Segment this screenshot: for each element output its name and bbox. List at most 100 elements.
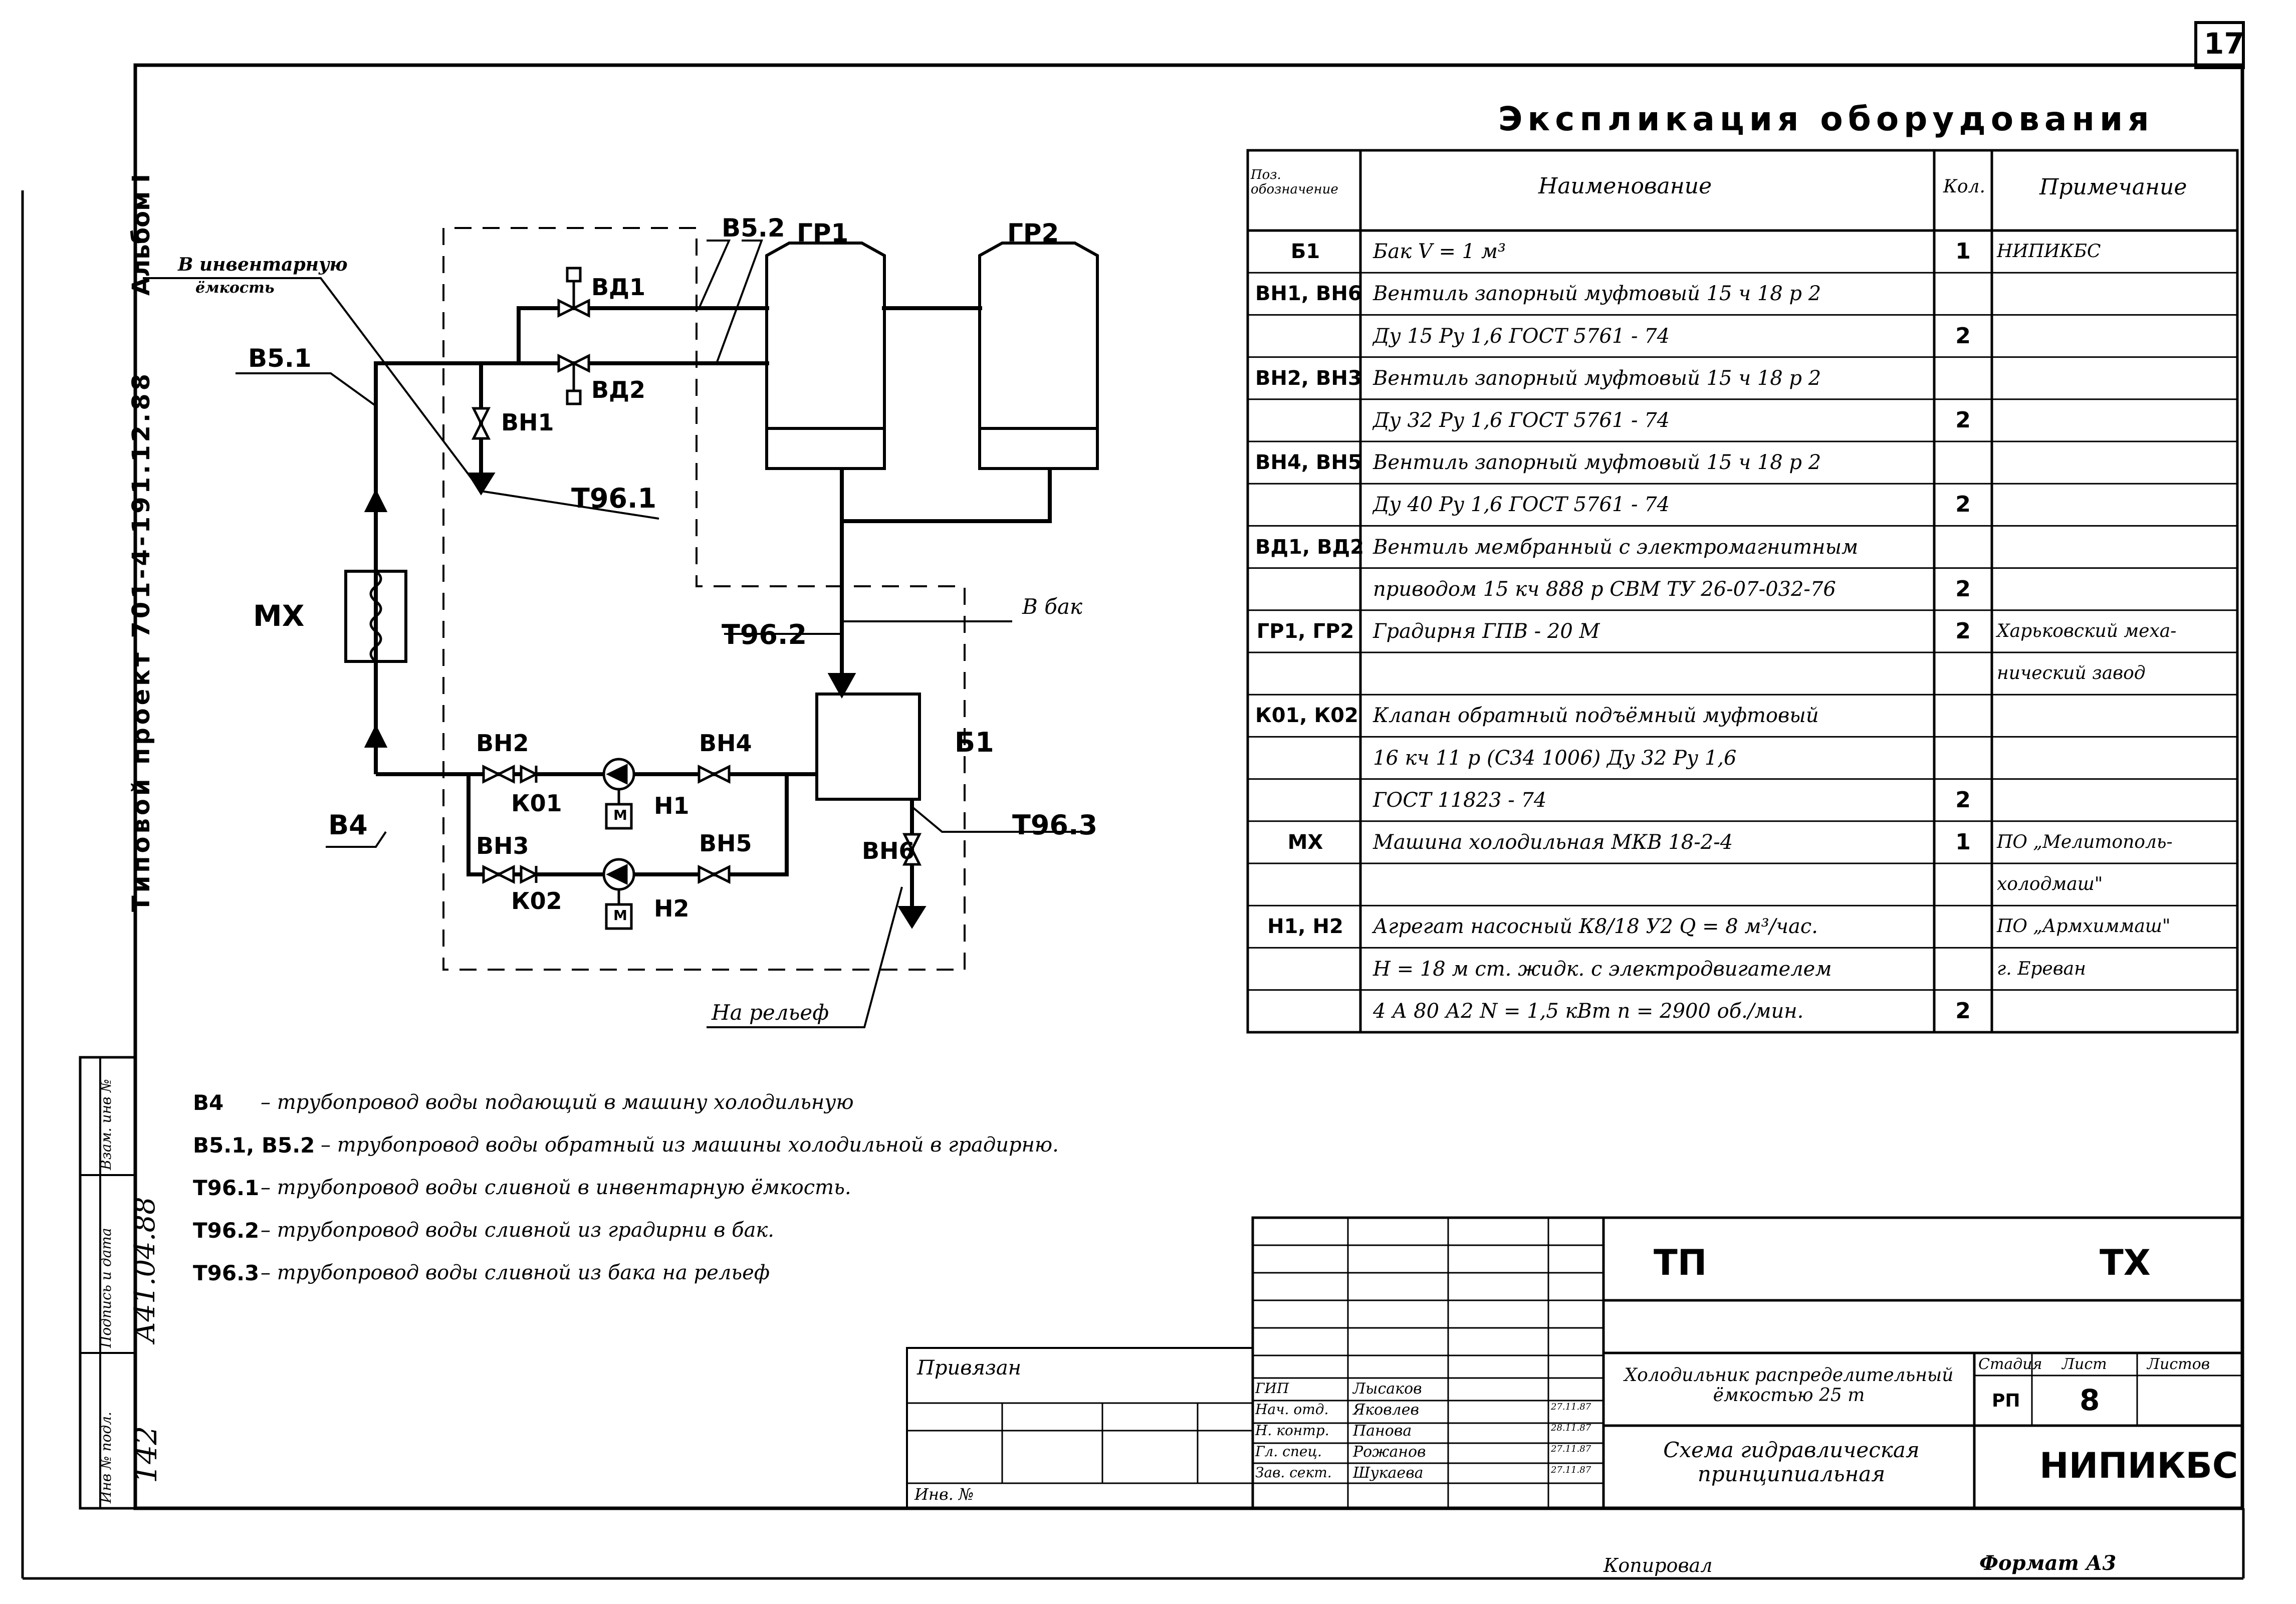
label-motor-1: М xyxy=(613,807,627,823)
header-name: Наименование xyxy=(1538,173,1712,199)
table-cell-name: Вентиль запорный муфтовый 15 ч 18 р 2 xyxy=(1373,366,1821,390)
table-cell-name: Клапан обратный подъёмный муфтовый xyxy=(1373,704,1819,728)
table-cell-name: Вентиль запорный муфтовый 15 ч 18 р 2 xyxy=(1373,451,1821,475)
label-vn5: ВН5 xyxy=(699,830,752,857)
table-cell-note: ПО „Мелитополь- xyxy=(1997,831,2173,852)
stamp-person-date: 27.11.87 xyxy=(1551,1465,1591,1475)
table-cell-note: ПО „Армхиммаш" xyxy=(1997,916,2171,937)
margin-sign-value: А41.04.88 xyxy=(129,1197,161,1343)
label-b52: В5.2 xyxy=(722,213,785,243)
margin-album: Альбом I xyxy=(127,174,155,296)
legend-text: – трубопровод воды сливной в инвентарную… xyxy=(261,1176,851,1199)
table-cell-qty: 2 xyxy=(1955,492,1971,518)
margin-col-replace: Взам. инв № xyxy=(98,1079,114,1170)
table-cell-pos: ВН1, ВН6 xyxy=(1255,282,1362,306)
legend-text: – трубопровод воды сливной из бака на ре… xyxy=(261,1261,770,1284)
label-vn4: ВН4 xyxy=(699,730,752,757)
footer-copied: Копировал xyxy=(1603,1554,1713,1576)
legend-text: – трубопровод воды подающий в машину хол… xyxy=(261,1091,854,1114)
table-cell-name: приводом 15 кч 888 р СВМ ТУ 26-07-032-76 xyxy=(1373,577,1836,601)
table-cell-name: Машина холодильная МКВ 18-2-4 xyxy=(1373,830,1733,854)
table-cell-qty: 2 xyxy=(1955,576,1971,602)
label-vn6: ВН6 xyxy=(862,837,915,864)
legend-text: – трубопровод воды обратный из машины хо… xyxy=(321,1133,1059,1157)
stamp-person-name: Яковлев xyxy=(1353,1401,1419,1419)
header-qty: Кол. xyxy=(1943,176,1985,197)
footer-format: Формат А3 xyxy=(1979,1551,2117,1575)
sheet-number: 17 xyxy=(2204,27,2244,61)
label-vd1: ВД1 xyxy=(591,274,646,301)
legend-code: Т96.3 xyxy=(193,1261,260,1285)
stamp-person-role: Зав. сект. xyxy=(1255,1464,1332,1481)
margin-col-inv: Инв № подл. xyxy=(98,1412,114,1503)
legend-code: Т96.1 xyxy=(193,1176,260,1200)
explication-table-grid xyxy=(1246,149,2239,1034)
stamp-tx: ТХ xyxy=(2100,1242,2151,1283)
header-pos: Поз. обозначение xyxy=(1251,167,1338,197)
title-block-grid xyxy=(906,1216,2244,1510)
label-vn2: ВН2 xyxy=(476,730,529,757)
label-t963: Т96.3 xyxy=(1012,809,1098,841)
table-cell-pos: ВД1, ВД2 xyxy=(1255,535,1364,559)
table-cell-qty: 1 xyxy=(1955,239,1971,265)
table-cell-name: Ду 32 Ру 1,6 ГОСТ 5761 - 74 xyxy=(1373,408,1670,432)
table-cell-qty: 2 xyxy=(1955,407,1971,433)
table-cell-qty: 2 xyxy=(1955,323,1971,349)
stamp-person-date: 27.11.87 xyxy=(1551,1402,1591,1412)
table-cell-qty: 2 xyxy=(1955,787,1971,813)
table-cell-name: 4 А 80 А2 N = 1,5 кВт n = 2900 об./мин. xyxy=(1373,999,1804,1023)
stamp-person-date: 28.11.87 xyxy=(1551,1423,1591,1433)
stamp-person-name: Рожанов xyxy=(1353,1443,1426,1461)
stamp-list-h: Лист xyxy=(2062,1355,2107,1373)
arrow-down-relief xyxy=(897,906,927,929)
table-cell-name: Н = 18 м ст. жидк. с электродвигателем xyxy=(1373,957,1832,981)
label-to-inventory: В инвентарную xyxy=(178,254,348,275)
table-cell-pos: ГР1, ГР2 xyxy=(1256,619,1354,643)
label-mx: МХ xyxy=(253,599,305,633)
label-vn1: ВН1 xyxy=(501,409,554,436)
stamp-stage: РП xyxy=(1992,1391,2020,1411)
label-to-inventory2: ёмкость xyxy=(195,279,275,297)
label-motor-2: М xyxy=(613,907,627,924)
margin-project: Типовой проект 701-4-191.12.88 xyxy=(127,370,155,912)
table-cell-pos: Б1 xyxy=(1290,240,1320,264)
page-title: Экспликация оборудования xyxy=(1498,100,2154,138)
stamp-person-role: Н. контр. xyxy=(1255,1422,1329,1439)
legend-code: Т96.2 xyxy=(193,1218,260,1243)
table-cell-note: г. Ереван xyxy=(1997,958,2086,979)
table-cell-note: Харьковский меха- xyxy=(1997,620,2177,641)
stamp-person-role: Гл. спец. xyxy=(1255,1443,1322,1460)
label-vd2: ВД2 xyxy=(591,376,646,403)
table-cell-pos: К01, К02 xyxy=(1255,704,1358,728)
label-b51: В5.1 xyxy=(248,344,312,373)
label-k02: К02 xyxy=(511,887,562,914)
label-k01: К01 xyxy=(511,790,562,817)
stamp-object: Холодильник распределительный ёмкостью 2… xyxy=(1624,1365,1954,1406)
table-cell-note: нический завод xyxy=(1997,663,2146,684)
dashed-boundary xyxy=(442,227,966,971)
table-cell-name: Вентиль запорный муфтовый 15 ч 18 р 2 xyxy=(1373,282,1821,306)
pipelines xyxy=(374,306,1052,907)
stamp-sheet-title: Схема гидравлическая принципиальная xyxy=(1663,1438,1920,1487)
table-cell-name: Градирня ГПВ - 20 М xyxy=(1373,619,1600,643)
table-cell-name: Ду 40 Ру 1,6 ГОСТ 5761 - 74 xyxy=(1373,493,1670,517)
table-cell-note: НИПИКБС xyxy=(1997,241,2101,262)
margin-stamp xyxy=(79,1056,137,1510)
stamp-person-name: Панова xyxy=(1353,1422,1412,1440)
stamp-stage-h: Стадия xyxy=(1978,1355,2042,1373)
stamp-list: 8 xyxy=(2080,1383,2100,1417)
label-to-tank: В бак xyxy=(1022,594,1082,619)
arrow-down-tank xyxy=(827,673,856,699)
header-note: Примечание xyxy=(2039,174,2187,200)
margin-col-sign: Подпись и дата xyxy=(98,1228,114,1348)
legend-text: – трубопровод воды сливной из градирни в… xyxy=(261,1219,775,1242)
table-cell-pos: ВН2, ВН3 xyxy=(1255,366,1362,390)
margin-inv-value: 142 xyxy=(129,1426,164,1483)
table-cell-qty: 1 xyxy=(1955,829,1971,855)
label-gr1: ГР1 xyxy=(797,218,849,248)
stamp-person-role: ГИП xyxy=(1255,1380,1289,1397)
table-cell-pos: МХ xyxy=(1287,830,1323,854)
label-relief: На рельеф xyxy=(712,1000,829,1025)
sheet-number-frame xyxy=(2194,21,2245,69)
stamp-person-role: Нач. отд. xyxy=(1255,1401,1329,1418)
